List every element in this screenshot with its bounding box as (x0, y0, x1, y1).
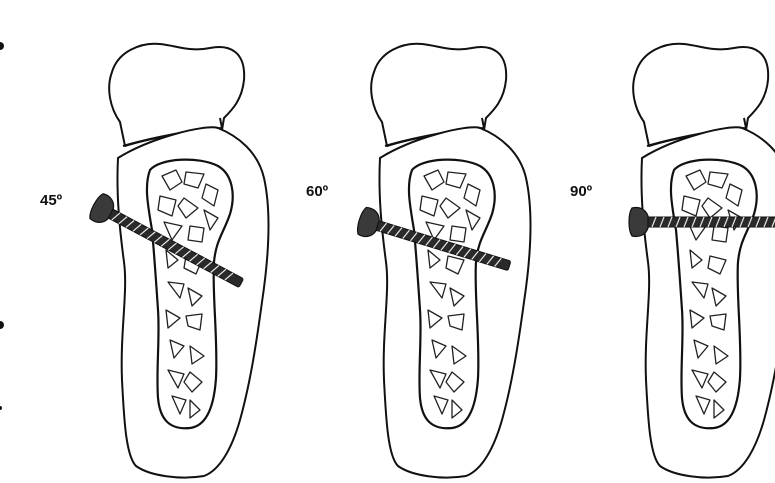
edge-mark-bottom (0, 406, 2, 410)
panel-60: 60º (306, 44, 530, 478)
edge-mark-top (0, 42, 4, 50)
panel-90: 90º (570, 44, 775, 478)
angle-label: 90º (570, 183, 593, 200)
panel-45: 45º (40, 44, 268, 478)
edge-mark-middle (0, 321, 4, 329)
angle-label: 60º (306, 183, 329, 200)
screw-head (355, 206, 382, 239)
angle-label: 45º (40, 192, 63, 209)
screw-head (629, 207, 648, 236)
screw-head (87, 192, 117, 227)
